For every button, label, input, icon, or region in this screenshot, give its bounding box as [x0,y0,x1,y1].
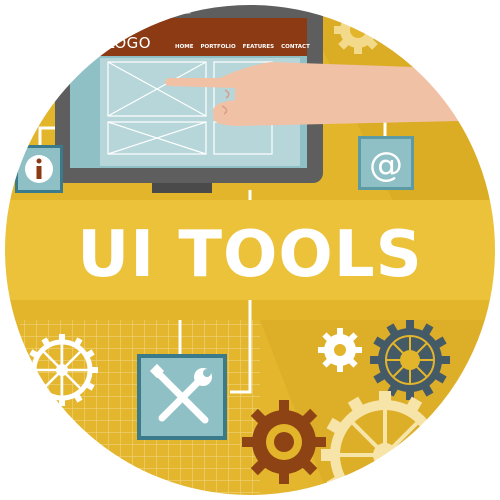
info-icon [15,145,63,193]
screen-logo: LOGO [106,34,152,52]
gear-icon [318,328,362,372]
svg-text:@: @ [369,145,403,185]
headline-title: UI TOOLS [77,218,423,292]
gear-icon [242,400,326,484]
wrench-screwdriver-icon [137,354,227,440]
at-sign-icon: @ [358,136,414,190]
nav-item-contact: CONTACT [281,44,310,50]
gear-icon [370,320,450,400]
nav-item-portfolio: PORTFOLIO [200,44,236,50]
pointing-hand [165,62,496,126]
headline-band [4,200,496,300]
nav-item-features: FEATURES [242,44,275,50]
nav-item-home: HOME [175,44,194,50]
screen-nav: HOME PORTFOLIO FEATURES CONTACT [175,44,310,50]
wireframe [107,61,273,155]
